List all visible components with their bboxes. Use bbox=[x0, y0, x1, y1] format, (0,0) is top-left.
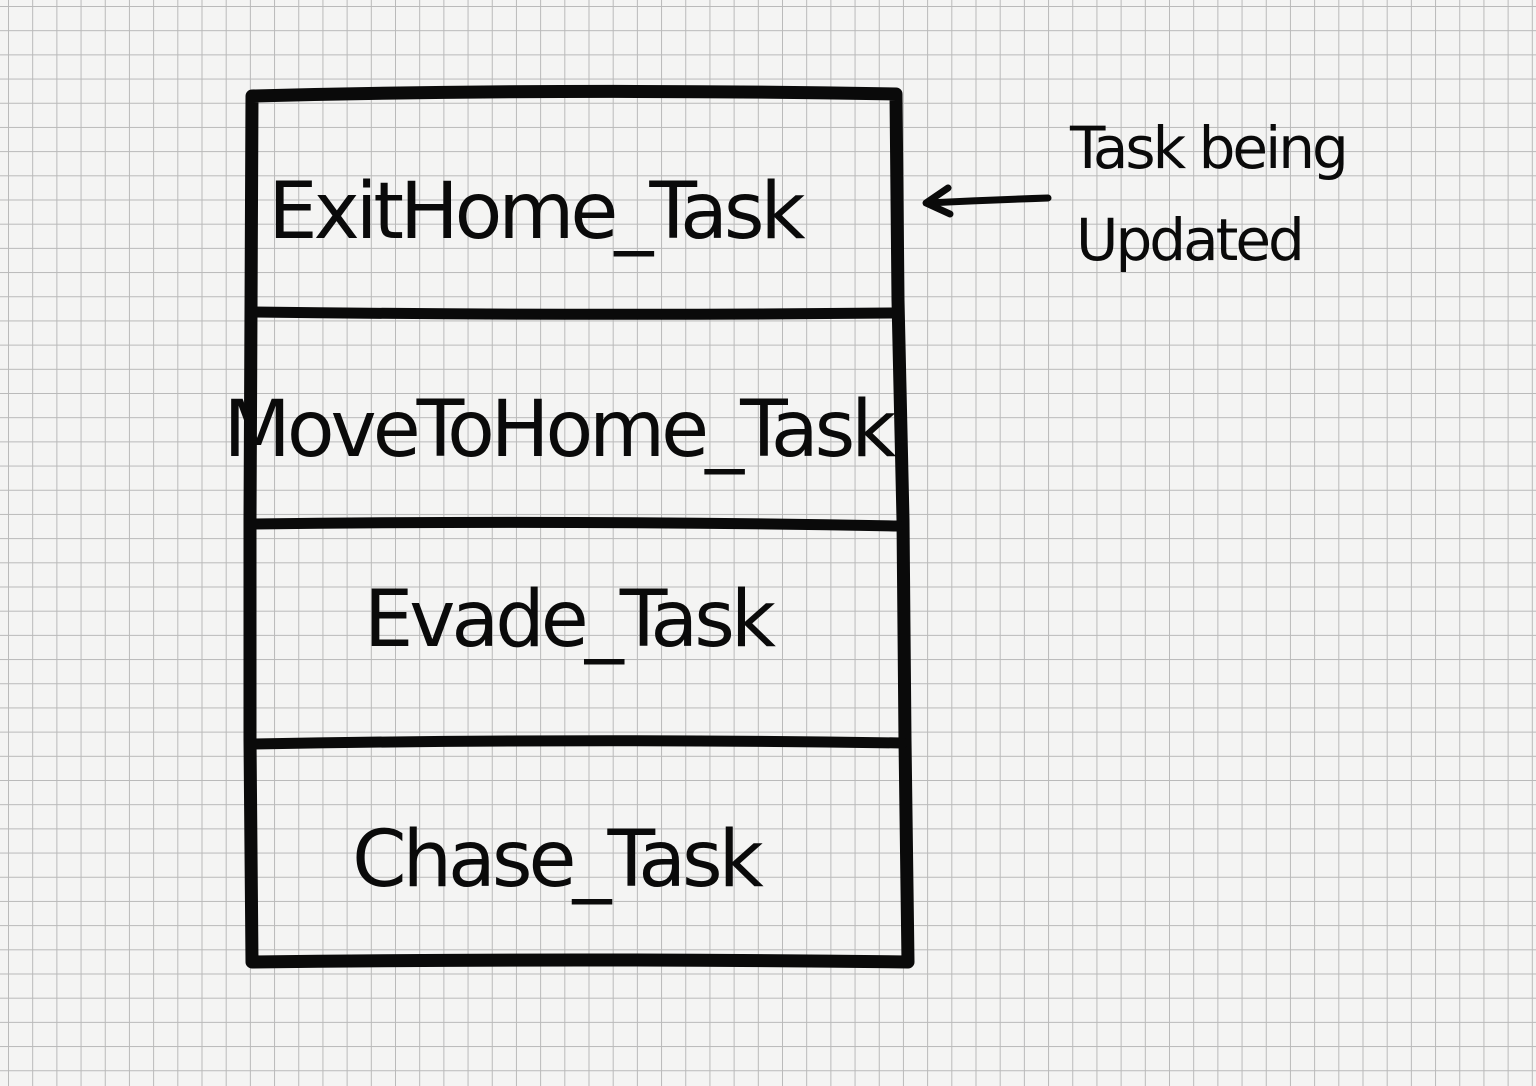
task-label-exithome: ExitHome_Task bbox=[268, 167, 805, 257]
stack-outline bbox=[243, 84, 915, 969]
annotation-line-2: Updated bbox=[1076, 206, 1302, 274]
stack-divider-2 bbox=[246, 516, 904, 532]
arrow-shaft bbox=[924, 194, 1052, 207]
task-label-evade: Evade_Task bbox=[364, 575, 776, 665]
arrow-head bbox=[922, 184, 954, 218]
stack-divider-3 bbox=[246, 735, 908, 750]
annotation-line-1: Task being bbox=[1069, 114, 1346, 182]
stack-divider-1 bbox=[246, 306, 898, 320]
current-task-arrow bbox=[922, 184, 1052, 218]
task-label-chase: Chase_Task bbox=[352, 815, 763, 905]
task-label-movetohome: MoveToHome_Task bbox=[224, 385, 897, 475]
